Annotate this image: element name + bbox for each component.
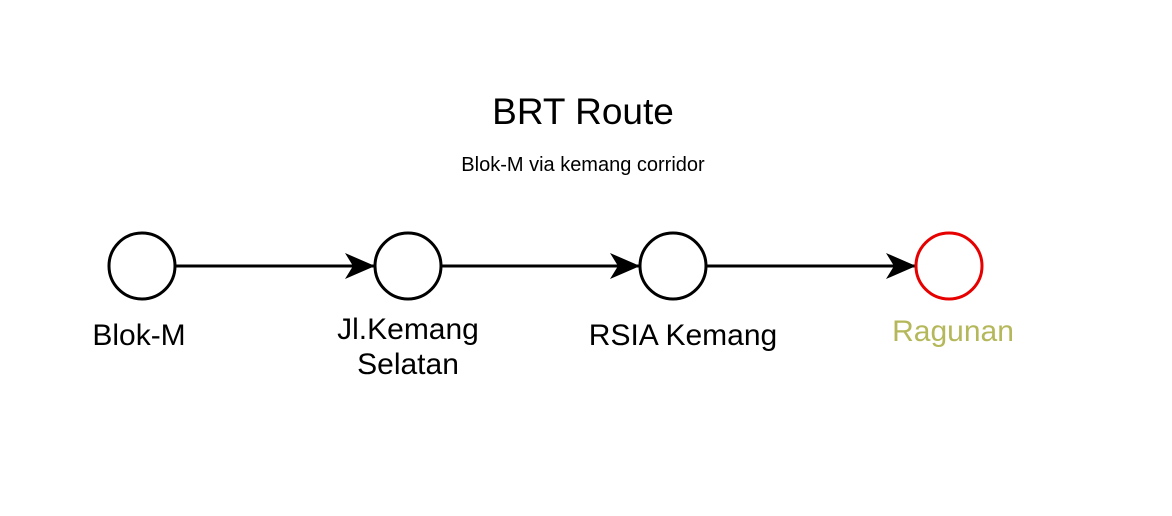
diagram-title: BRT Route — [492, 91, 674, 132]
stop-label-blok-m: Blok-M — [92, 319, 186, 352]
stop-label-jl-kemang-selatan: Jl.Kemang Selatan — [337, 313, 479, 381]
stop-node-rsia-kemang — [638, 231, 708, 301]
stop-node-jl-kemang-selatan — [373, 231, 443, 301]
diagram-subtitle: Blok-M via kemang corridor — [461, 154, 705, 176]
stop-label-ragunan: Ragunan — [892, 315, 1014, 348]
stop-node-blok-m — [107, 231, 177, 301]
stop-node-ragunan — [914, 231, 984, 301]
stop-label-rsia-kemang: RSIA Kemang — [588, 319, 778, 352]
